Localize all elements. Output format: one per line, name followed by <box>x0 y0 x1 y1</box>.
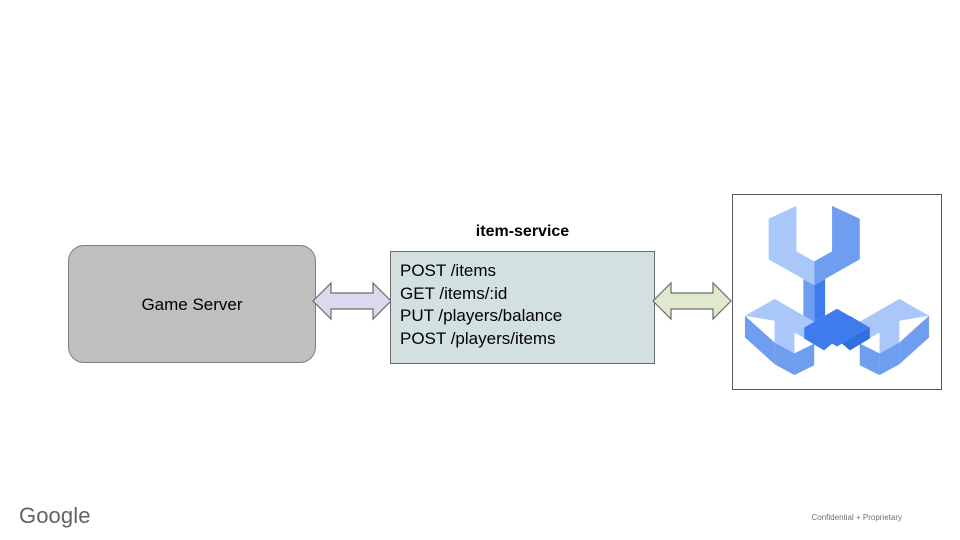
bottom-right-arm-front-face <box>899 315 930 365</box>
bottom-right-arm-prong-front <box>879 342 900 376</box>
google-wordmark: Google <box>19 503 91 528</box>
bottom-left-arm-front-face <box>744 315 775 365</box>
item-service-node[interactable]: POST /items GET /items/:id PUT /players/… <box>390 251 655 364</box>
service-icon-frame[interactable] <box>732 194 942 390</box>
connector-item-service-icon[interactable] <box>652 281 732 321</box>
endpoint-row: POST /players/items <box>400 328 556 348</box>
top-arm-right-face <box>814 205 860 286</box>
bottom-left-arm-prong-inner <box>794 343 815 376</box>
endpoint-list: POST /items GET /items/:id PUT /players/… <box>400 260 562 350</box>
bottom-right-arm-prong-inner <box>859 343 880 376</box>
triple-wrench-isometric-icon <box>744 205 930 376</box>
double-arrow-shape <box>312 281 392 321</box>
double-arrow-shape <box>652 281 732 321</box>
endpoint-row: GET /items/:id <box>400 283 508 303</box>
top-arm-left-face <box>768 205 815 286</box>
game-server-node[interactable]: Game Server <box>68 245 316 363</box>
endpoint-row: POST /items <box>400 261 497 280</box>
endpoint-row: PUT /players/balance <box>400 306 563 325</box>
confidential-notice: Confidential + Proprietary <box>811 513 903 522</box>
item-service-title: item-service <box>475 223 570 240</box>
bottom-left-arm-top-face <box>744 298 815 354</box>
game-server-label: Game Server <box>141 294 243 314</box>
bottom-right-arm-top-face <box>859 298 930 354</box>
connector-game-server-item-service[interactable] <box>312 281 392 321</box>
